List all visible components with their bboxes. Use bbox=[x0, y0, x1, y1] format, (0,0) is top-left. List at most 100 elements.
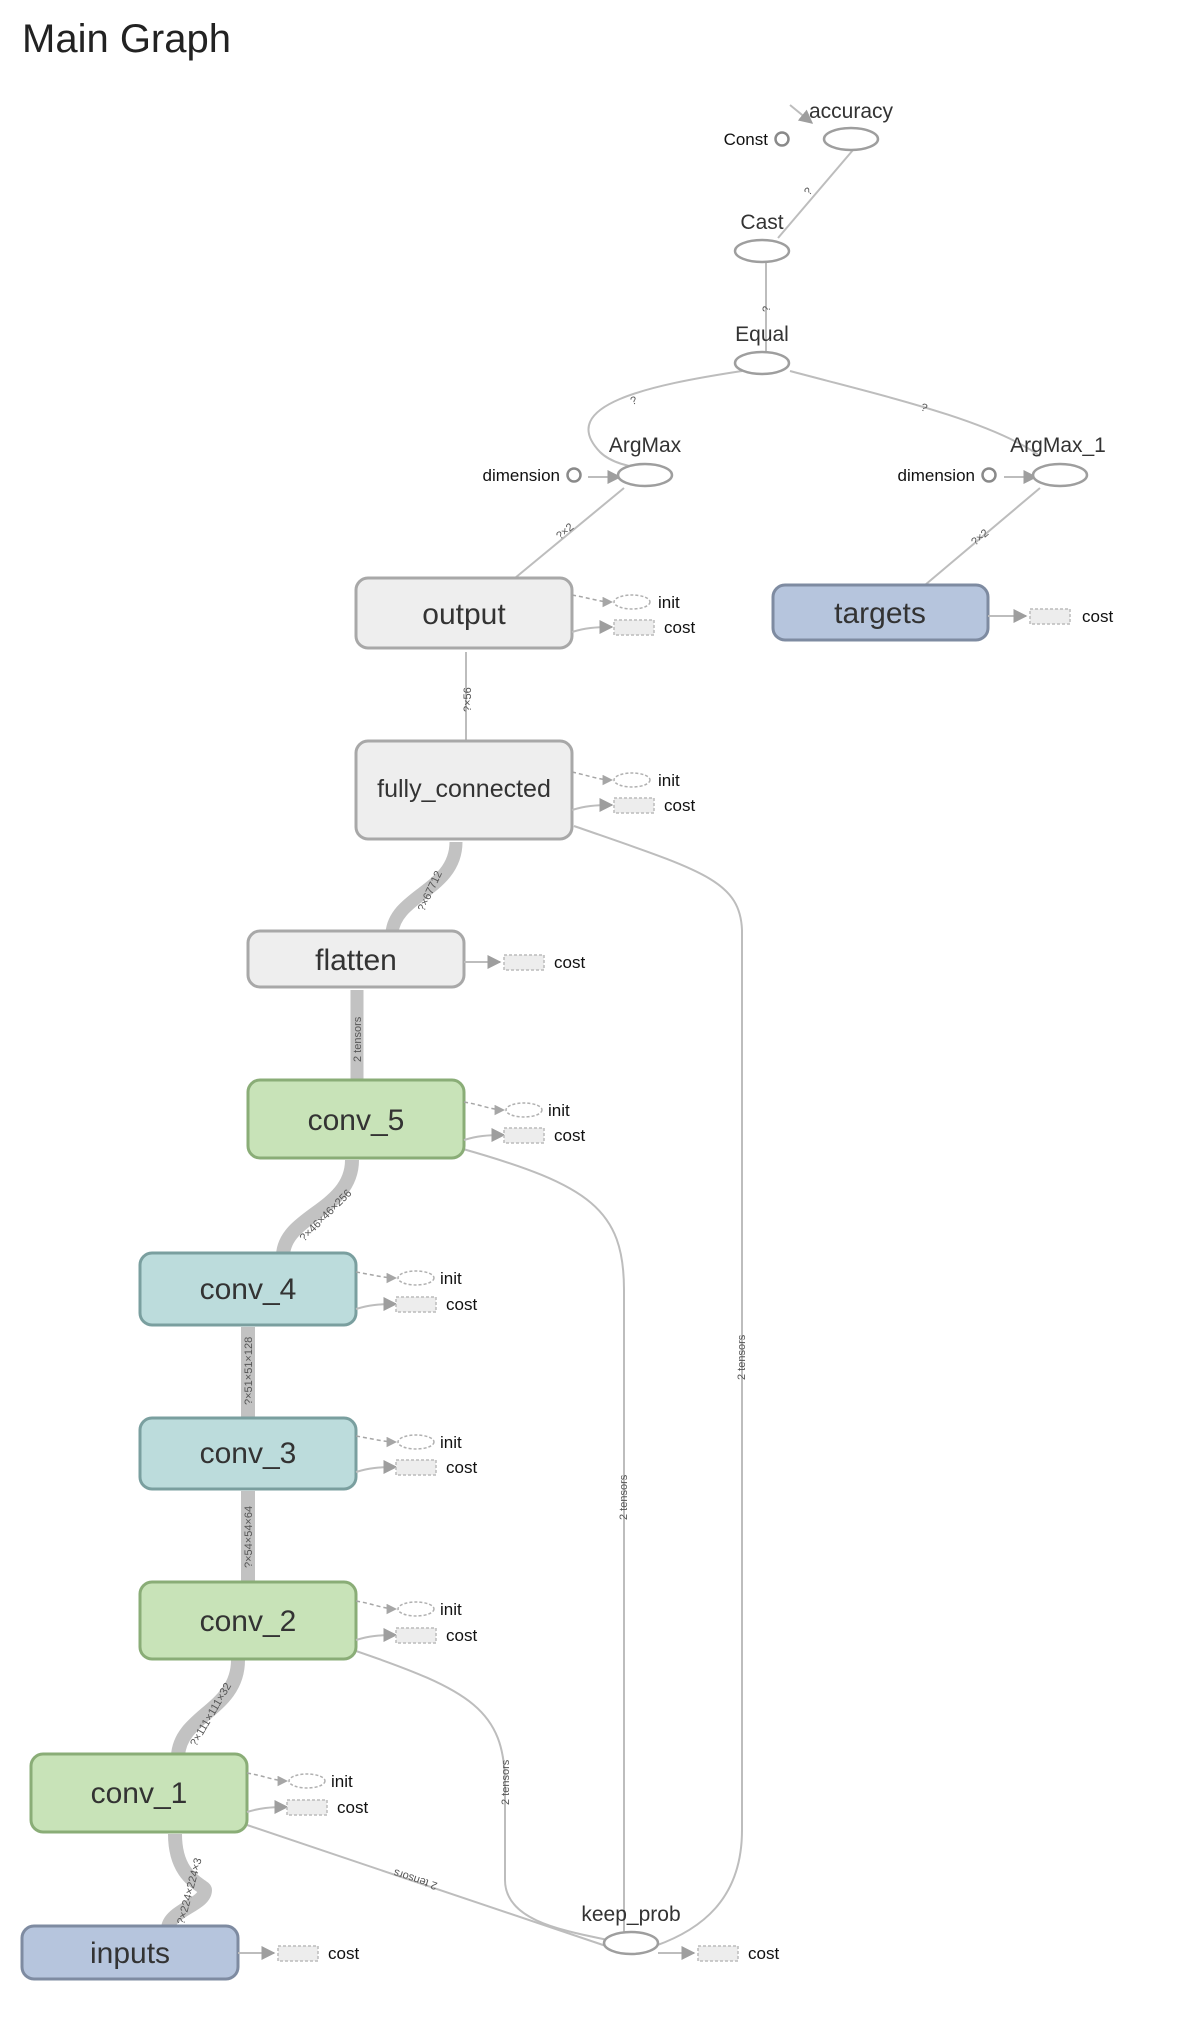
op-node-accuracy[interactable]: accuracy bbox=[809, 100, 894, 152]
targets-cost-icon[interactable] bbox=[1029, 608, 1071, 625]
conv5-init-label: init bbox=[548, 1101, 570, 1120]
accuracy-ellipse[interactable] bbox=[822, 126, 880, 152]
argmax1-label: ArgMax_1 bbox=[1010, 434, 1106, 457]
targets-cost-label: cost bbox=[1082, 607, 1113, 626]
fully-connected-label: fully_connected bbox=[377, 775, 551, 803]
conv4-init-icon[interactable] bbox=[397, 1270, 435, 1286]
flatten-box[interactable] bbox=[246, 929, 466, 989]
layer-node-conv4[interactable]: conv_4 bbox=[138, 1251, 358, 1327]
conv1-box[interactable] bbox=[29, 1752, 249, 1834]
conv2-label: conv_2 bbox=[200, 1605, 297, 1638]
op-node-argmax1[interactable]: ArgMax_1 bbox=[1010, 434, 1106, 488]
inputs-cost-icon[interactable] bbox=[277, 1945, 319, 1962]
edge-label-conv4-conv3: ?×51×51×128 bbox=[243, 1337, 255, 1405]
targets-box[interactable] bbox=[771, 583, 990, 642]
keep-prob-cost-icon[interactable] bbox=[697, 1945, 739, 1962]
edge-argmax-output bbox=[514, 487, 625, 579]
layer-node-conv5[interactable]: conv_5 bbox=[246, 1078, 466, 1160]
flatten-label: flatten bbox=[315, 944, 397, 977]
argmax1-ellipse[interactable] bbox=[1031, 462, 1089, 488]
conv2-cost-icon[interactable] bbox=[395, 1627, 437, 1644]
accuracy-label: accuracy bbox=[809, 100, 894, 123]
conv3-box[interactable] bbox=[138, 1416, 358, 1491]
argmax-ellipse[interactable] bbox=[616, 462, 674, 488]
ctrl-edge-conv2-init bbox=[355, 1600, 398, 1615]
fc-cost-icon[interactable] bbox=[613, 797, 655, 814]
conv3-cost-icon[interactable] bbox=[395, 1459, 437, 1476]
op-node-dimension-b[interactable]: dimension bbox=[898, 466, 997, 485]
dimension-a-circle[interactable] bbox=[566, 467, 582, 483]
edge-conv1-cost bbox=[246, 1800, 289, 1815]
layer-node-inputs[interactable]: inputs bbox=[20, 1924, 240, 1981]
conv1-init-icon[interactable] bbox=[288, 1773, 326, 1789]
edge-equal-argmax bbox=[587, 370, 743, 469]
layer-node-flatten[interactable]: flatten bbox=[246, 929, 466, 989]
layer-node-targets[interactable]: targets bbox=[771, 583, 990, 642]
conv2-box[interactable] bbox=[138, 1580, 358, 1661]
output-init-icon[interactable] bbox=[613, 594, 651, 610]
ctrl-edge-fc-init bbox=[571, 771, 614, 786]
keep-prob-side[interactable]: cost bbox=[658, 1944, 779, 1963]
ctrl-edge-conv4-init bbox=[355, 1271, 398, 1284]
fc-side[interactable]: init cost bbox=[571, 771, 695, 815]
layer-nodes: output targets fully_connected flatten c… bbox=[20, 576, 990, 1981]
layer-node-fully-connected[interactable]: fully_connected bbox=[354, 739, 574, 841]
op-node-keep-prob[interactable]: keep_prob bbox=[581, 1903, 681, 1956]
conv5-box[interactable] bbox=[246, 1078, 466, 1160]
conv1-cost-icon[interactable] bbox=[286, 1799, 328, 1816]
keep-prob-label: keep_prob bbox=[581, 1903, 680, 1926]
dimension-b-circle[interactable] bbox=[981, 467, 997, 483]
conv2-init-icon[interactable] bbox=[397, 1601, 435, 1617]
conv4-cost-icon[interactable] bbox=[395, 1296, 437, 1313]
edge-argmax1-targets bbox=[924, 487, 1041, 586]
ctrl-edge-conv5-init bbox=[463, 1101, 506, 1116]
edge-fc-cost bbox=[571, 798, 614, 813]
chain-edges: ?×56 ?×67712 2 tensors ?×46×46×256 ?×51×… bbox=[161, 652, 474, 1931]
conv5-side[interactable]: init cost bbox=[463, 1101, 585, 1145]
op-node-cast[interactable]: Cast bbox=[733, 211, 791, 264]
output-side[interactable]: init cost bbox=[571, 593, 695, 637]
conv4-side[interactable]: init cost bbox=[355, 1269, 477, 1314]
edge-conv5-keepprob bbox=[462, 1148, 625, 1940]
flatten-cost-icon[interactable] bbox=[503, 954, 545, 971]
keep-prob-ellipse[interactable] bbox=[602, 1930, 660, 1956]
conv4-cost-label: cost bbox=[446, 1295, 477, 1314]
op-node-equal[interactable]: Equal bbox=[733, 323, 791, 376]
layer-node-conv1[interactable]: conv_1 bbox=[29, 1752, 249, 1834]
edge-label-output-fc: ?×56 bbox=[462, 687, 474, 712]
conv2-init-label: init bbox=[440, 1600, 462, 1619]
conv3-init-icon[interactable] bbox=[397, 1434, 435, 1450]
output-cost-label: cost bbox=[664, 618, 695, 637]
layer-node-conv3[interactable]: conv_3 bbox=[138, 1416, 358, 1491]
edge-conv5-conv4 bbox=[276, 1159, 359, 1257]
output-cost-icon[interactable] bbox=[613, 619, 655, 636]
op-node-const[interactable]: Const bbox=[724, 130, 790, 149]
edge-label-flatten-conv5: 2 tensors bbox=[352, 1016, 364, 1062]
conv1-side[interactable]: init cost bbox=[246, 1772, 368, 1817]
fc-cost-label: cost bbox=[664, 796, 695, 815]
targets-side[interactable]: cost bbox=[988, 607, 1113, 626]
fully-connected-box[interactable] bbox=[354, 739, 574, 841]
op-node-dimension-a[interactable]: dimension bbox=[483, 466, 582, 485]
conv5-init-icon[interactable] bbox=[505, 1102, 543, 1118]
conv2-side[interactable]: init cost bbox=[355, 1600, 477, 1645]
conv5-cost-icon[interactable] bbox=[503, 1127, 545, 1144]
cast-ellipse[interactable] bbox=[733, 238, 791, 264]
equal-ellipse[interactable] bbox=[733, 350, 791, 376]
layer-node-conv2[interactable]: conv_2 bbox=[138, 1580, 358, 1661]
dimension-a-label: dimension bbox=[483, 466, 561, 485]
edge-label-cast-equal: ? bbox=[761, 306, 773, 312]
const-circle[interactable] bbox=[774, 131, 790, 147]
output-label: output bbox=[422, 598, 506, 631]
conv3-side[interactable]: init cost bbox=[355, 1433, 477, 1477]
op-node-argmax[interactable]: ArgMax bbox=[609, 434, 682, 488]
edge-const-accuracy bbox=[789, 104, 814, 124]
output-box[interactable] bbox=[354, 576, 574, 650]
inputs-side[interactable]: cost bbox=[238, 1944, 359, 1963]
fc-init-icon[interactable] bbox=[613, 772, 651, 788]
flatten-side[interactable]: cost bbox=[464, 953, 585, 972]
conv4-init-label: init bbox=[440, 1269, 462, 1288]
conv4-box[interactable] bbox=[138, 1251, 358, 1327]
layer-node-output[interactable]: output bbox=[354, 576, 574, 650]
